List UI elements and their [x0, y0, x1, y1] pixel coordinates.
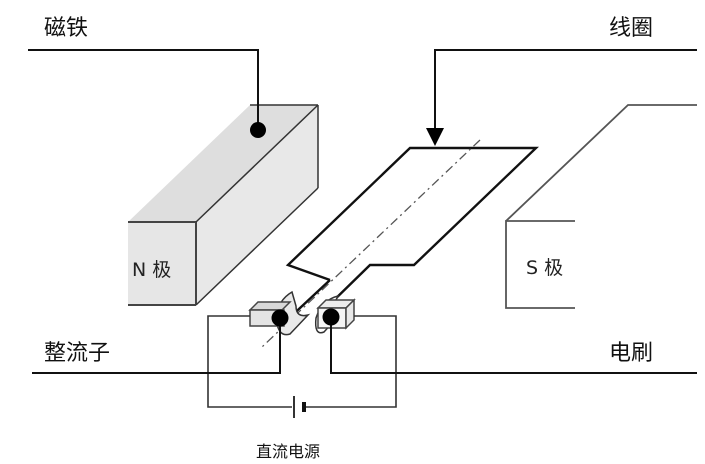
south-pole-label: S 极	[526, 257, 564, 279]
brush-leader	[330, 318, 697, 374]
magnet-label: 磁铁	[44, 16, 89, 41]
north-magnet-front-face	[128, 222, 196, 305]
leader-lines	[28, 49, 697, 374]
commutator-leader-dot	[271, 309, 289, 327]
north-pole-label: N 极	[132, 259, 172, 281]
commutator-leader	[32, 318, 281, 374]
commutator-label: 整流子	[44, 341, 111, 366]
north-magnet	[128, 104, 319, 306]
coil	[284, 146, 539, 323]
dc-source-label: 直流电源	[256, 442, 321, 461]
north-magnet-top-face	[128, 105, 318, 222]
coil-arrow-head	[426, 128, 444, 146]
rotation-axis	[261, 139, 481, 348]
south-magnet	[505, 104, 697, 309]
coil-label: 线圈	[609, 16, 654, 41]
coil-leader	[434, 49, 697, 130]
brush-leader-dot	[322, 308, 340, 326]
dc-circuit	[207, 315, 397, 408]
north-magnet-side-face	[196, 105, 318, 305]
magnet-leader	[28, 49, 259, 130]
battery-symbol	[293, 396, 306, 418]
magnet-leader-dot	[250, 122, 266, 138]
brush-label: 电刷	[609, 341, 654, 366]
